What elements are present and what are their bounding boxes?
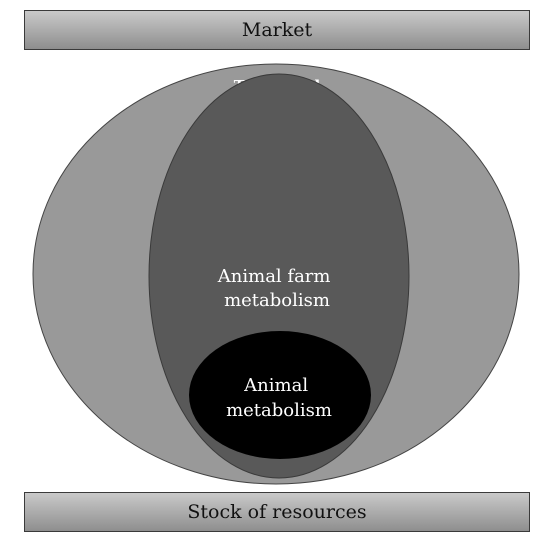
stock-of-resources-label: Stock of resources bbox=[187, 501, 367, 523]
stock-of-resources-box: Stock of resources bbox=[24, 492, 530, 532]
animal-farm-metabolism-line-1: Animal farm bbox=[217, 266, 331, 287]
market-box: Market bbox=[24, 10, 530, 50]
animal-metabolism-line-2: metabolism bbox=[226, 400, 332, 421]
animal-metabolism-line-1: Animal bbox=[243, 375, 308, 396]
market-label: Market bbox=[241, 19, 313, 41]
animal-metabolism-label: Animal metabolism bbox=[226, 375, 332, 421]
animal-metabolism-ellipse bbox=[189, 331, 371, 459]
animal-farm-metabolism-line-2: metabolism bbox=[224, 290, 330, 311]
animal-farm-metabolism-label: Animal farm metabolism bbox=[217, 266, 336, 311]
